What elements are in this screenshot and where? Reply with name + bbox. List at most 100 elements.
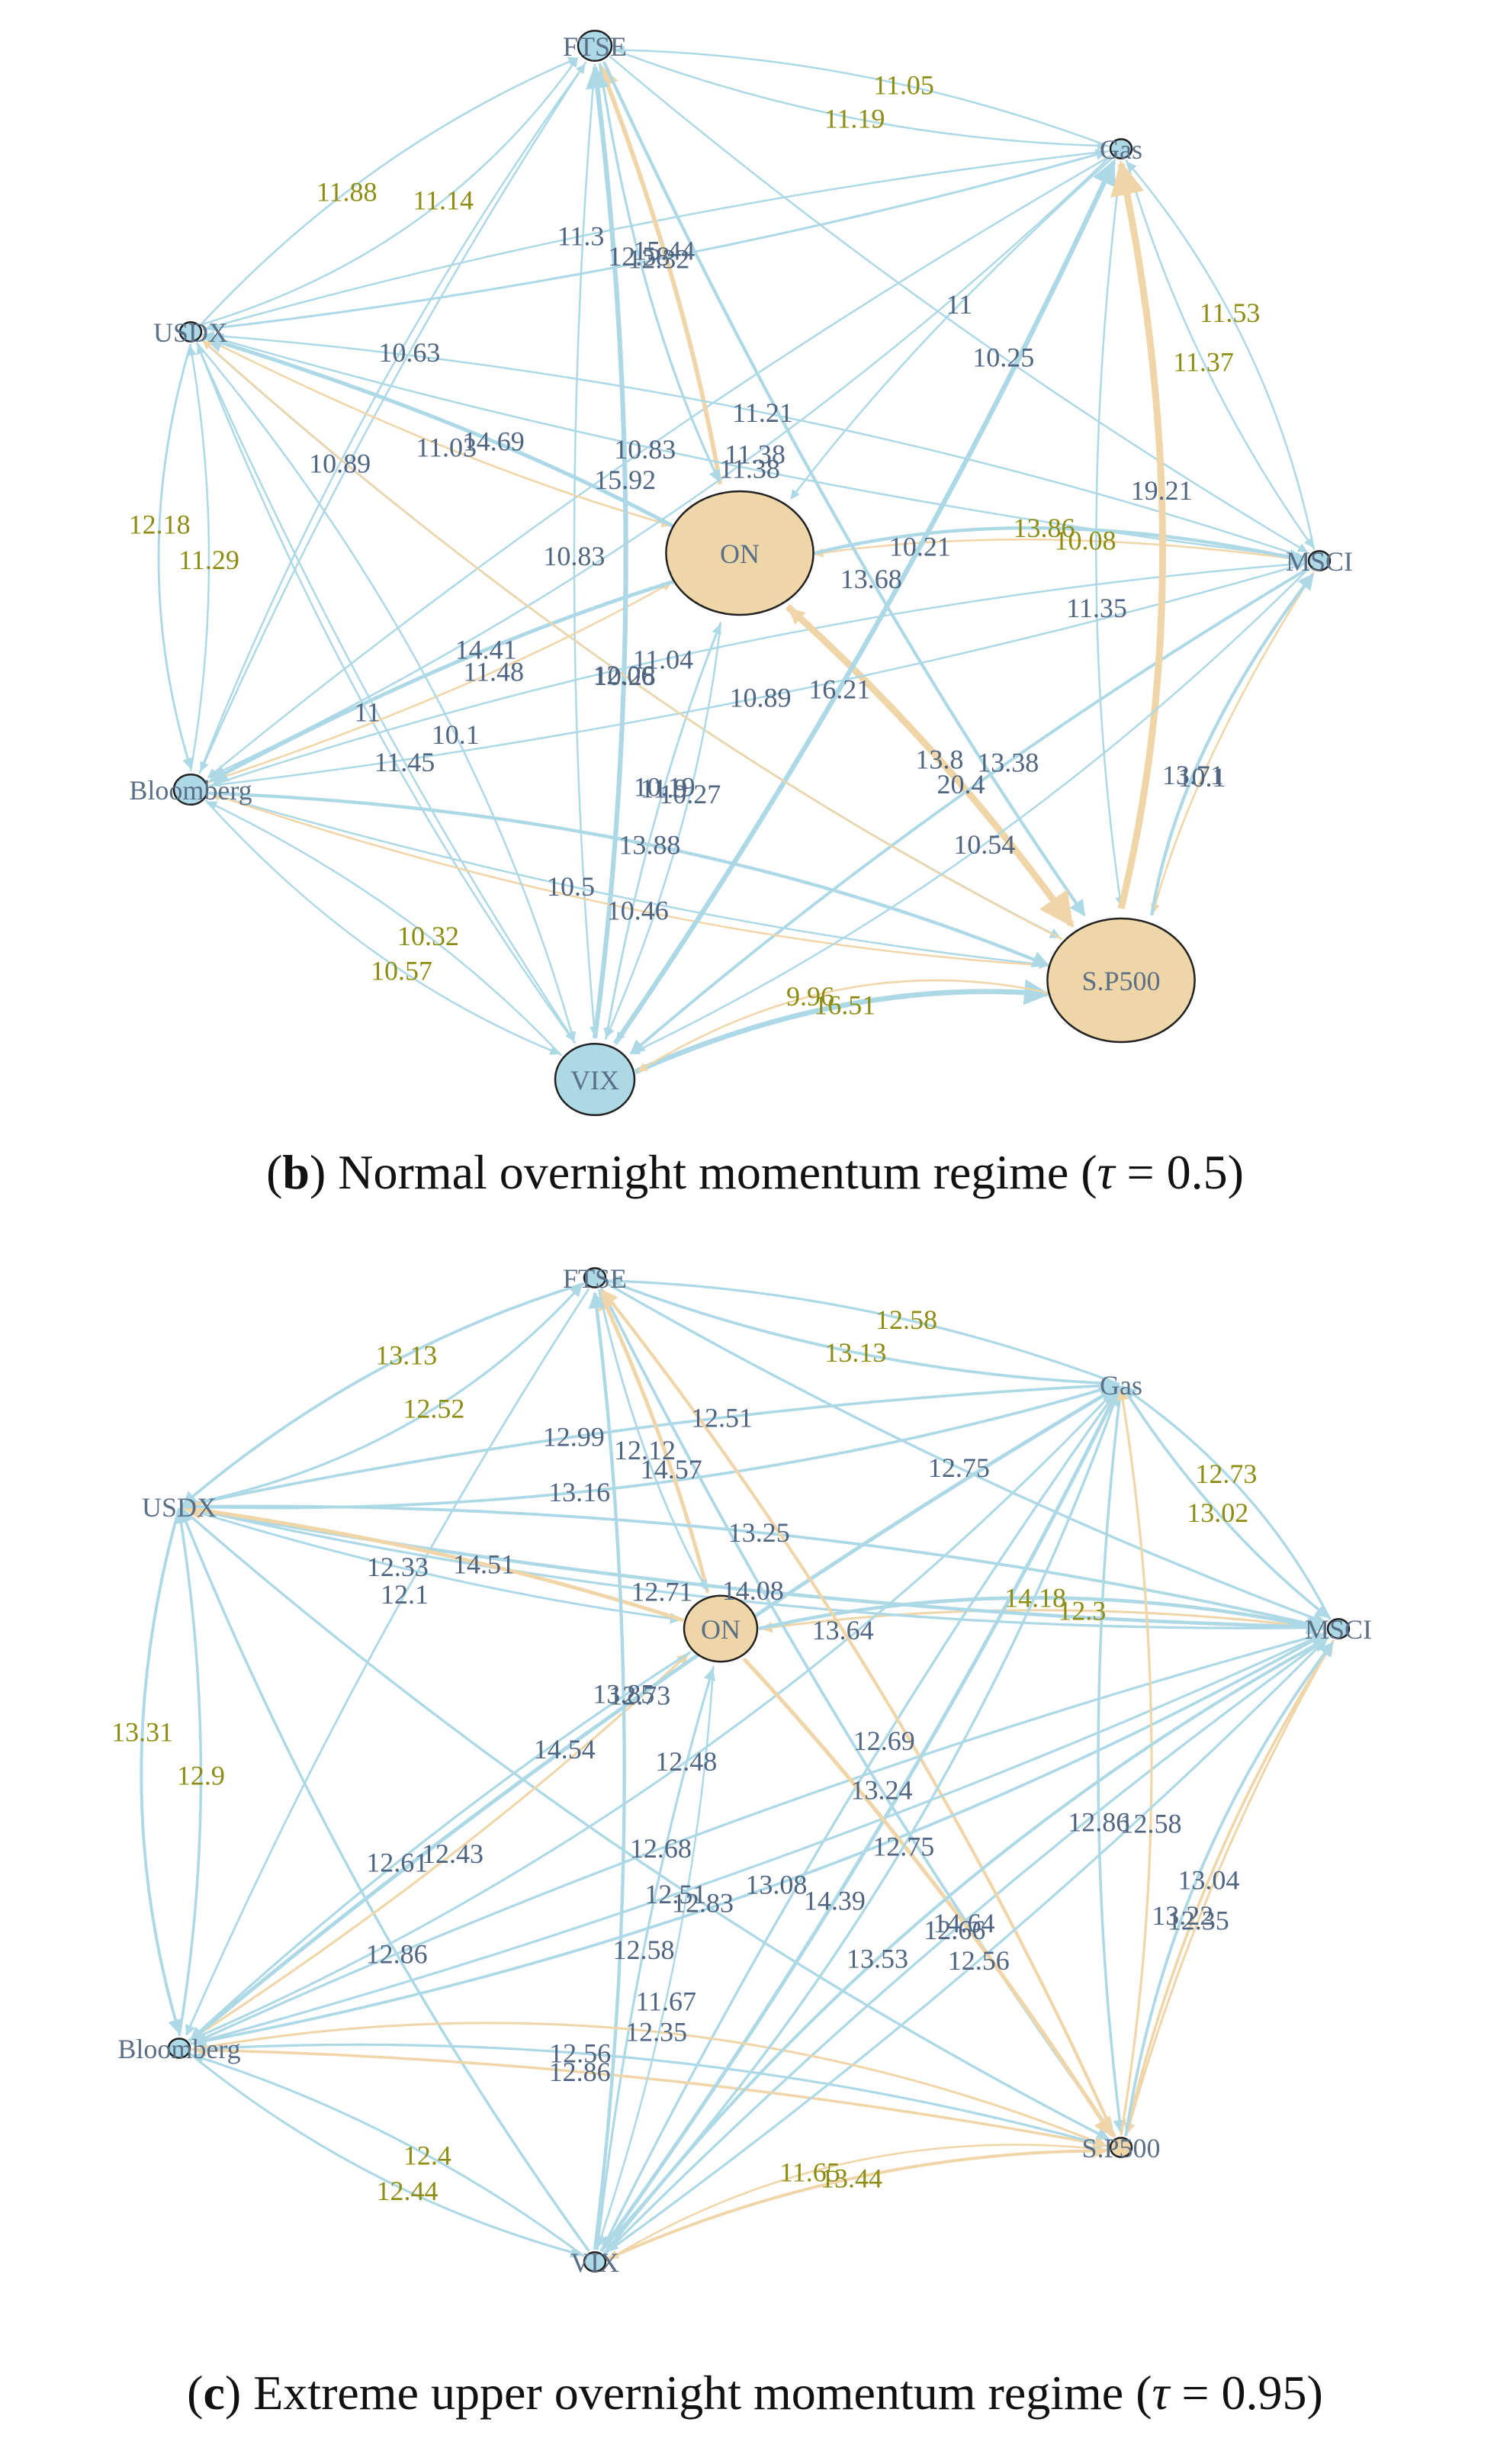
caption-letter: c	[203, 2366, 225, 2420]
edge-VIX-to-ON	[605, 624, 721, 1041]
edge-label: 12.9	[177, 1761, 225, 1791]
edge-SP500-to-USDX	[202, 339, 1063, 941]
node-label: Bloomberg	[129, 775, 252, 806]
node-gas: Gas	[1100, 134, 1142, 165]
edge-label: 12.51	[644, 1879, 706, 1909]
edge-label: 16.51	[814, 990, 875, 1021]
node-label: S.P500	[1081, 2133, 1160, 2163]
edge-USDX-to-FTSE	[200, 56, 579, 326]
edge-label: 11.48	[463, 657, 524, 687]
edge-label: 12.86	[366, 1938, 428, 1969]
node-on: ON	[683, 1594, 759, 1663]
edge-FTSE-to-Gas	[606, 1279, 1118, 1391]
edge-label: 12.73	[1195, 1459, 1257, 1489]
edge-Gas-to-SP500	[1097, 1385, 1126, 2134]
node-label: VIX	[570, 2247, 619, 2278]
edge-SP500-to-Bloomberg	[210, 792, 1051, 967]
node-circle	[1046, 917, 1196, 1044]
edge-ON-to-FTSE	[598, 1290, 710, 1594]
edge-FTSE-to-ON	[599, 63, 721, 483]
edge-ON-to-Bloomberg	[208, 579, 675, 783]
edge-VIX-to-SP500	[606, 2143, 1108, 2261]
node-bloomberg: Bloomberg	[129, 773, 252, 806]
edge-label: 12.83	[672, 1888, 734, 1919]
edge-Gas-to-VIX	[601, 1385, 1122, 2250]
edge-SP500-to-VIX	[609, 2144, 1110, 2260]
edge-Bloomberg-to-Gas	[188, 1385, 1120, 2043]
caption-letter: b	[282, 1145, 310, 1199]
tau-value: = 0.95)	[1169, 2366, 1323, 2420]
edge-USDX-to-MSCI	[202, 333, 1306, 561]
edge-label: 15.44	[633, 236, 695, 266]
edge-label: 13.44	[821, 2163, 882, 2194]
node-circle	[665, 490, 814, 616]
edge-label: 13.08	[745, 1870, 807, 1900]
edge-MSCI-to-ON	[813, 539, 1308, 562]
edge-label: 12.75	[872, 1832, 934, 1862]
node-label: USDX	[153, 317, 228, 348]
edge-label: 12.58	[608, 241, 670, 272]
edge-label: 11.88	[316, 176, 378, 207]
edge-labels: 11.0511.1911.1411.8811.3711.5312.1811.29…	[129, 69, 1261, 1020]
edge-Bloomberg-to-MSCI	[190, 1632, 1325, 2046]
edge-label: 12.99	[543, 1422, 605, 1452]
edge-label: 12.66	[924, 1915, 985, 1945]
edge-label: 13.86	[1014, 513, 1075, 543]
node-circle	[577, 29, 613, 63]
edge-label: 10.63	[378, 337, 440, 368]
edge-FTSE-to-MSCI	[605, 1282, 1326, 1625]
edge-label: 10.27	[659, 779, 721, 809]
node-label: FTSE	[563, 1263, 627, 1294]
edge-label: 12.32	[628, 244, 689, 275]
edge-label: 13.71	[1162, 760, 1224, 790]
edge-USDX-to-Gas	[202, 149, 1107, 331]
edge-label: 11	[354, 696, 381, 727]
edge-label: 10.08	[1055, 526, 1116, 556]
edge-label: 12.68	[630, 1833, 692, 1864]
node-circle	[1109, 138, 1133, 159]
edge-VIX-to-MSCI	[603, 1637, 1328, 2255]
node-circle	[554, 1042, 636, 1117]
edge-label: 10.89	[730, 682, 792, 713]
edge-label: 13.38	[977, 747, 1039, 777]
edge-MSCI-to-Bloomberg	[192, 1631, 1328, 2044]
edge-label: 12.51	[691, 1402, 753, 1433]
edge-label: 20.4	[937, 769, 985, 799]
edge-VIX-to-Bloomberg	[191, 2052, 585, 2257]
edge-label: 10.19	[634, 772, 696, 803]
edge-Gas-to-Bloomberg	[207, 155, 1112, 779]
node-circle	[1326, 1618, 1351, 1639]
edge-MSCI-to-Bloomberg	[210, 561, 1308, 787]
edge-label: 11.29	[178, 545, 239, 575]
edge-VIX-to-USDX	[179, 1509, 590, 2253]
edge-label: 11.67	[635, 1986, 696, 2016]
edge-ON-to-USDX	[203, 333, 674, 529]
edge-label: 10.89	[309, 448, 371, 478]
edge-Bloomberg-to-ON	[207, 581, 673, 783]
node-label: Bloomberg	[117, 2034, 240, 2064]
tau-symbol: τ	[1097, 1145, 1115, 1199]
edge-USDX-to-ON	[180, 1505, 682, 1624]
edge-label: 12.58	[613, 1935, 675, 1965]
edge-label: 12.73	[609, 1681, 670, 1711]
edge-SP500-to-FTSE	[601, 1289, 1116, 2138]
edge-label: 11.38	[719, 453, 780, 484]
edge-label: 13.53	[847, 1944, 908, 1974]
edge-ON-to-USDX	[182, 1501, 684, 1623]
edge-SP500-to-VIX	[637, 979, 1051, 1073]
node-ftse: FTSE	[563, 1263, 627, 1294]
edge-label: 14.41	[455, 635, 517, 665]
edge-label: 12.18	[129, 509, 191, 539]
edge-label: 10.83	[543, 541, 605, 571]
edge-label: 11.04	[632, 644, 693, 674]
edge-ON-to-Bloomberg	[190, 1651, 692, 2040]
node-vix: VIX	[570, 2247, 619, 2278]
edge-Gas-to-MSCI	[1125, 159, 1314, 548]
edge-label: 12.61	[366, 1847, 428, 1877]
node-circle	[683, 1594, 759, 1663]
edge-label: 12.86	[1068, 1807, 1129, 1838]
edge-label: 14.69	[463, 426, 525, 457]
edge-label: 19.21	[1131, 475, 1193, 506]
edge-label: 11.3	[557, 221, 605, 252]
